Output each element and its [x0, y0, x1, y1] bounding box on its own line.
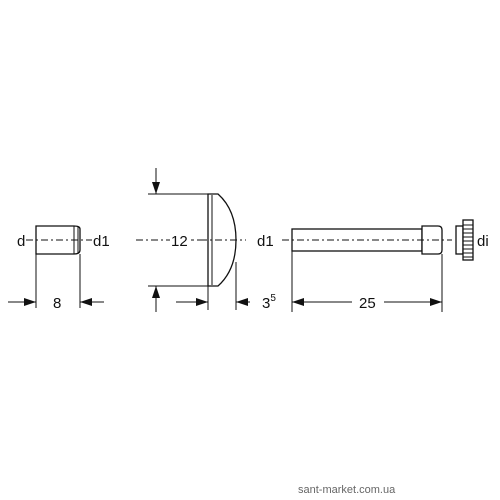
dimension-3-5: [176, 262, 250, 310]
label-d1-sleeve: d1: [93, 233, 110, 250]
label-d1-rosette: d1: [257, 233, 274, 250]
label-d: d: [17, 233, 25, 250]
dimension-12: [136, 168, 208, 312]
label-di: di: [477, 233, 489, 250]
watermark: sant-market.com.ua: [298, 484, 396, 496]
label-dim-3-5: 35: [262, 293, 276, 312]
dimension-25: [291, 251, 443, 312]
dimension-8: [8, 254, 104, 308]
part-sleeve: [26, 225, 92, 255]
label-dim-12: 12: [171, 233, 188, 250]
label-dim-8: 8: [53, 295, 61, 312]
label-dim-3-base: 3: [262, 295, 270, 312]
part-rosette: [200, 193, 246, 287]
part-pipe: [282, 225, 452, 255]
part-threaded-fitting: [455, 219, 474, 261]
label-dim-25: 25: [359, 295, 376, 312]
label-dim-3-sup: 5: [270, 293, 276, 304]
